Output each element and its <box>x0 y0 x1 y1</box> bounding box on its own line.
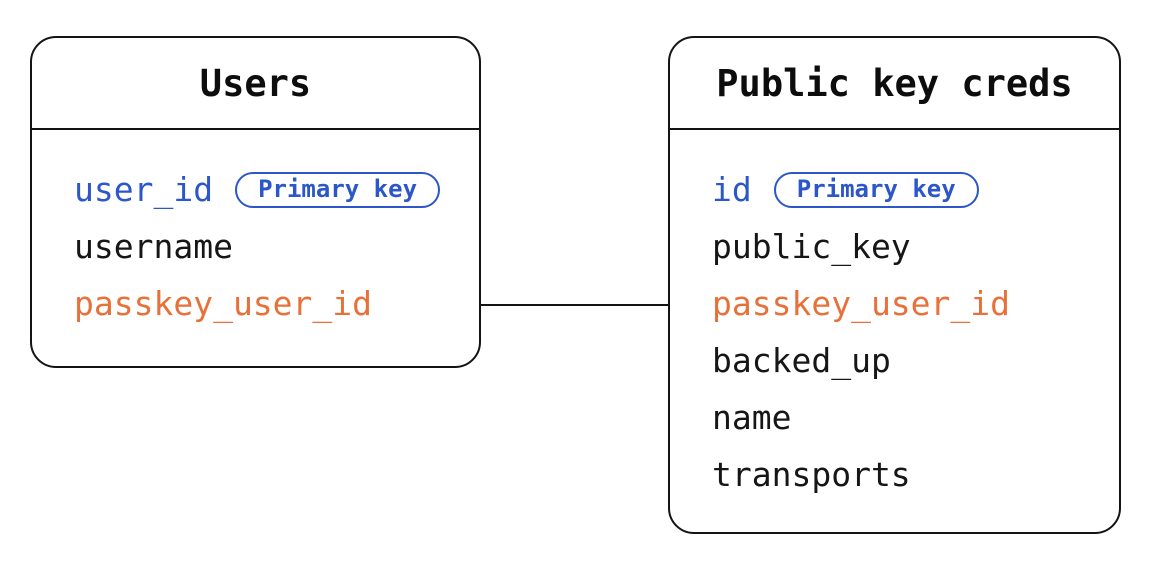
entity-field-list: id Primary key public_key passkey_user_i… <box>670 130 1119 503</box>
entity-header: Users <box>32 38 479 130</box>
field-row: transports <box>712 446 1101 503</box>
primary-key-badge: Primary key <box>235 171 441 208</box>
field-name: backed_up <box>712 341 891 380</box>
entity-title: Users <box>199 61 312 105</box>
field-row: backed_up <box>712 332 1101 389</box>
field-row: public_key <box>712 218 1101 275</box>
field-name: transports <box>712 455 911 494</box>
field-name: id <box>712 170 752 209</box>
entity-header: Public key creds <box>670 38 1119 130</box>
field-row: id Primary key <box>712 161 1101 218</box>
field-name: user_id <box>74 170 214 209</box>
field-name: name <box>712 398 792 437</box>
entity-field-list: user_id Primary key username passkey_use… <box>32 130 479 332</box>
field-row: name <box>712 389 1101 446</box>
entity-title: Public key creds <box>716 61 1073 105</box>
entity-table-users: Users user_id Primary key username passk… <box>30 36 481 368</box>
entity-table-public-key-creds: Public key creds id Primary key public_k… <box>668 36 1121 534</box>
field-row: user_id Primary key <box>74 161 461 218</box>
field-row: passkey_user_id <box>712 275 1101 332</box>
field-name: passkey_user_id <box>712 284 1011 323</box>
field-name: public_key <box>712 227 911 266</box>
field-name: username <box>74 227 233 266</box>
relationship-line <box>481 304 668 306</box>
field-row: passkey_user_id <box>74 275 461 332</box>
primary-key-badge: Primary key <box>773 171 979 208</box>
field-row: username <box>74 218 461 275</box>
field-name: passkey_user_id <box>74 284 373 323</box>
